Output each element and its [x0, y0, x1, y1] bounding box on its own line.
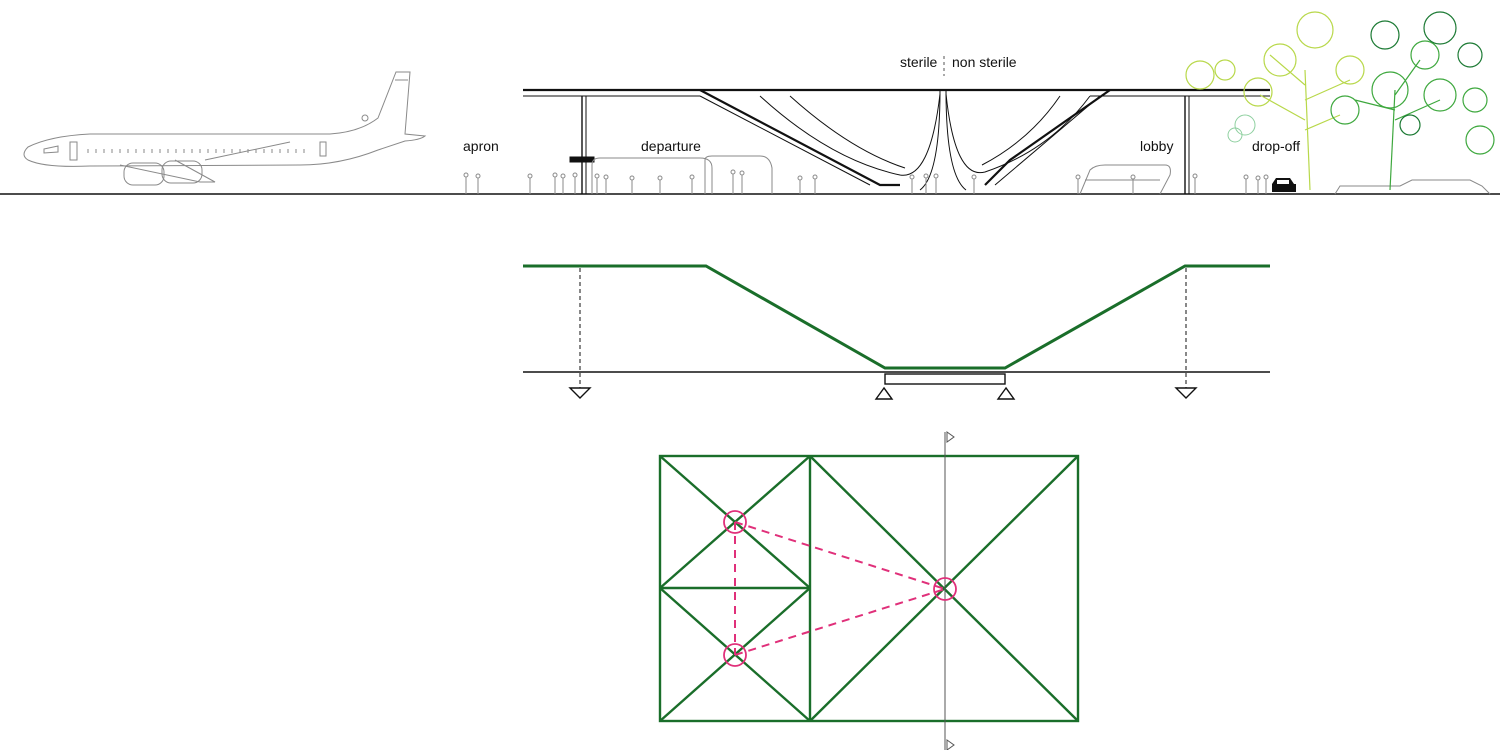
tree-icon	[1330, 40, 1495, 191]
roller-support-icon	[1174, 387, 1198, 399]
person-icon	[971, 174, 977, 194]
support-point-icon	[723, 643, 747, 667]
section-marker-icon	[946, 739, 955, 750]
person-icon	[812, 174, 818, 194]
airplane-icon	[23, 71, 427, 186]
support-triangle	[734, 521, 946, 656]
person-icon	[730, 169, 736, 194]
structural-model	[523, 264, 1270, 400]
person-icon	[1192, 173, 1198, 194]
interior-partitions	[591, 155, 1171, 195]
person-icon	[1075, 174, 1081, 194]
person-icon	[560, 173, 566, 194]
trees	[1185, 11, 1495, 191]
tree-icon	[1227, 114, 1256, 143]
person-icon	[594, 173, 600, 194]
support-point-icon	[723, 510, 747, 534]
label-drop-off: drop-off	[1252, 138, 1300, 154]
roof-profile-line	[523, 264, 1270, 370]
tree-icon	[1370, 11, 1483, 136]
airplane-windows	[87, 149, 305, 153]
label-apron: apron	[463, 138, 499, 154]
car-icon	[1272, 178, 1296, 192]
support-points	[723, 510, 957, 667]
person-icon	[1263, 174, 1269, 194]
person-icon	[933, 173, 939, 194]
columns	[569, 96, 1190, 194]
plan-grid	[658, 454, 1080, 723]
person-icon	[629, 175, 635, 194]
section-marker-icon	[946, 431, 955, 443]
roof-canopy	[523, 88, 1270, 191]
foundation-slab	[884, 373, 1006, 385]
person-icon	[739, 170, 745, 194]
pin-support-icon	[874, 386, 894, 400]
person-icon	[1243, 174, 1249, 194]
person-icon	[1255, 175, 1261, 194]
person-icon	[797, 175, 803, 194]
person-icon	[657, 175, 663, 194]
person-icon	[572, 172, 578, 194]
person-icon	[689, 174, 695, 194]
landscape-mound	[1334, 179, 1491, 195]
pin-support-icon	[996, 386, 1016, 400]
person-icon	[463, 172, 469, 194]
person-icon	[475, 173, 481, 194]
person-icon	[603, 174, 609, 194]
person-icon	[527, 173, 533, 194]
person-icon	[1130, 174, 1136, 194]
person-icon	[909, 174, 915, 194]
structural-plan	[658, 431, 1080, 750]
label-non-sterile: non sterile	[952, 54, 1017, 70]
person-icon	[923, 173, 929, 194]
people-silhouettes	[463, 169, 1269, 194]
person-icon	[552, 172, 558, 194]
support-point-icon	[933, 577, 957, 601]
label-lobby: lobby	[1140, 138, 1173, 154]
label-departure: departure	[641, 138, 701, 154]
terminal-section: apron departure sterile non sterile lobb…	[0, 11, 1500, 195]
tree-icon	[1185, 11, 1365, 191]
label-sterile: sterile	[900, 54, 938, 70]
roller-support-icon	[568, 387, 592, 399]
